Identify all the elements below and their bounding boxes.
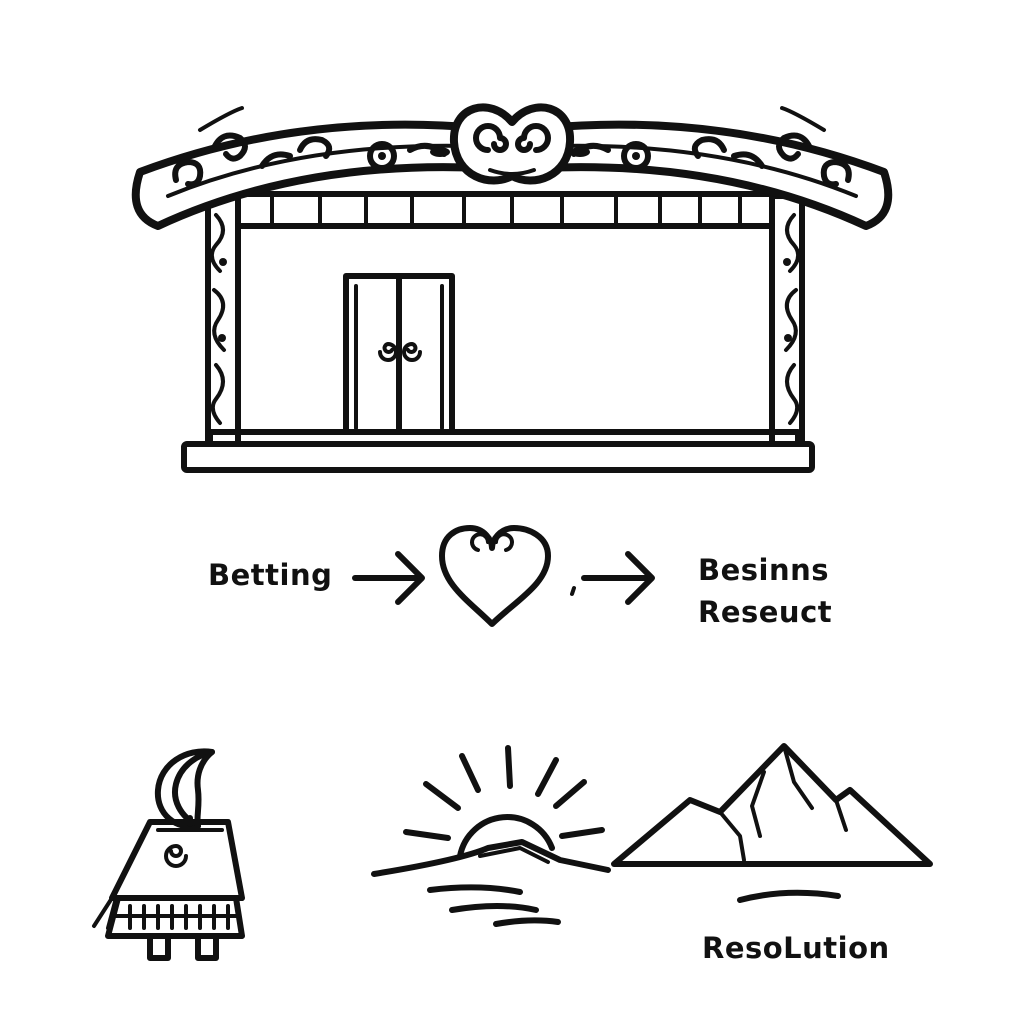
resolution-label: ResoLution [702, 931, 890, 965]
cloaked-figure-icon [92, 748, 245, 961]
frieze-panels [235, 191, 775, 228]
sunrise-icon [371, 745, 611, 927]
left-carved-post [205, 193, 241, 447]
flow-end-label-line1: Besinns [698, 553, 829, 587]
arrow-right-icon [581, 551, 655, 605]
flow-start-label: Betting [208, 558, 332, 592]
heart-koru-icon [439, 525, 551, 627]
mountain-icon [611, 743, 933, 903]
right-carved-post [769, 193, 805, 447]
house-base [181, 429, 815, 473]
flow-tick-mark [570, 586, 576, 596]
crescent-moon-icon [154, 748, 215, 830]
meeting-house-icon [131, 103, 893, 473]
flow-end-label-line2: Reseuct [698, 595, 832, 629]
house-wall [235, 223, 775, 435]
roof-emblem [449, 103, 575, 185]
carved-roof [131, 103, 893, 230]
flow-row: Betting Besinns Reseuct [208, 525, 832, 629]
house-door [343, 273, 455, 435]
arrow-right-icon [352, 551, 425, 605]
